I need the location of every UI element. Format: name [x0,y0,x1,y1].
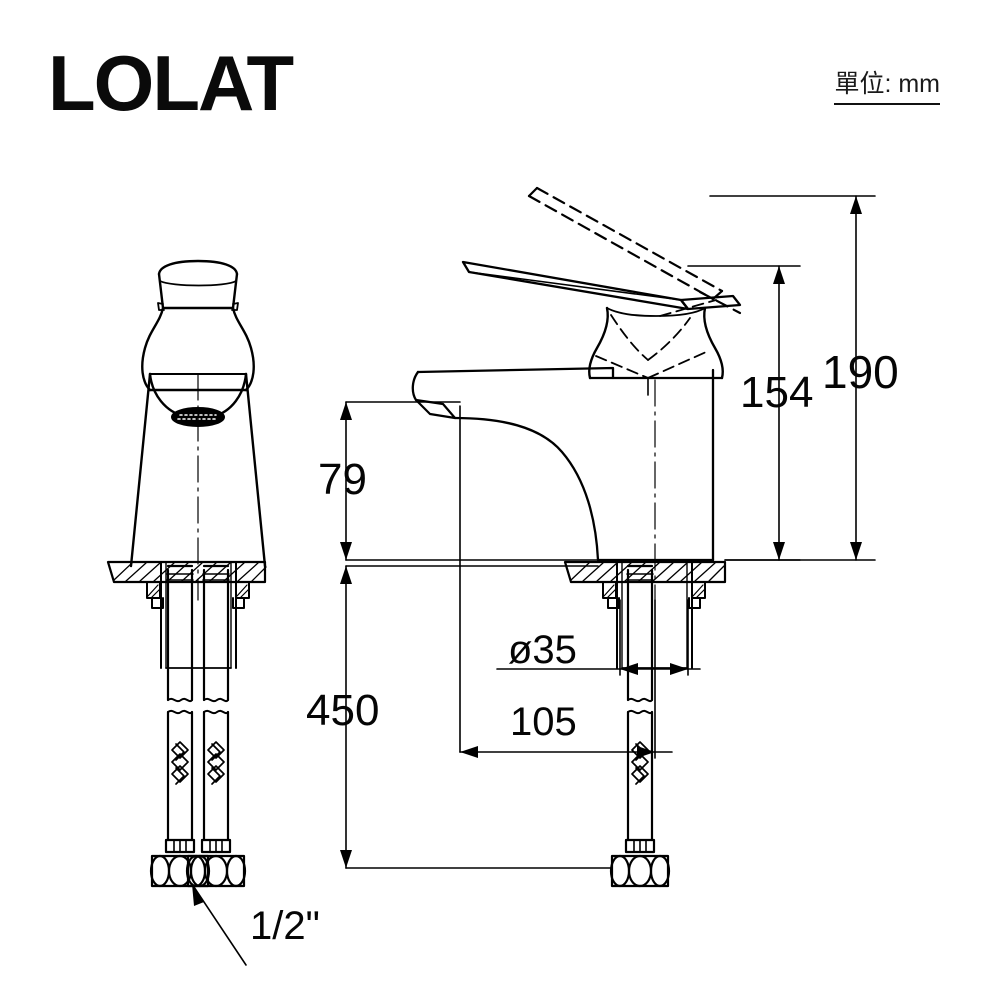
side-spout-nose-left [411,370,420,402]
front-deck-left-outline [106,560,267,584]
side-hose-nut [609,854,671,888]
dimension-thread-size: 1/2" [250,904,320,948]
dim-half-leader [191,883,247,966]
side-spout-top [416,366,615,380]
front-stud-right [232,597,245,609]
front-hose-ferrule-right [200,838,232,854]
side-lever [461,260,742,311]
side-mount-hardware [602,561,706,669]
front-cover-left [141,306,165,392]
side-view [411,186,742,888]
front-hose-nut-left [149,854,211,888]
side-hub-left [588,306,609,380]
side-hub-right [703,306,724,380]
side-lever-tip [679,294,742,311]
dim-79 [340,401,599,561]
dimension-450: 450 [306,686,380,735]
front-mount-hardware [146,561,250,669]
side-hub-top [606,307,706,317]
front-cover-right [231,306,255,392]
dimension-105: 105 [510,700,577,744]
dimension-phi35: ø35 [508,628,577,672]
dimension-lines [191,195,876,966]
front-handle-cap-seam [159,280,237,287]
brand-logo: LOLAT [48,39,294,127]
dimension-154: 154 [740,368,814,417]
front-column-right [244,372,267,568]
side-deck-outline [563,560,727,584]
side-hose-ferrule [624,838,656,854]
dim-154 [687,265,801,561]
front-hose-ferrule-left [164,838,196,854]
front-view [106,259,267,888]
front-supply-hose-right [185,564,247,888]
side-supply-hose [609,564,671,888]
dim-phi35 [496,599,701,676]
front-hose-braid-right [207,741,225,785]
dimension-190: 190 [822,346,899,398]
front-column-left [129,372,152,568]
side-spout-curve [453,416,600,562]
dimension-79: 79 [318,455,367,504]
front-supply-hose-left [149,564,211,888]
dim-450 [340,565,613,869]
unit-note: 單位: mm [834,64,940,105]
front-handle-cap-top [157,259,239,276]
front-hose-nut-right [185,854,247,888]
dim-105 [459,405,673,759]
front-stud-left [151,597,164,609]
side-hub-construction [595,299,717,379]
front-handle-cap-body [157,272,239,310]
front-hose-braid-left [171,741,189,785]
